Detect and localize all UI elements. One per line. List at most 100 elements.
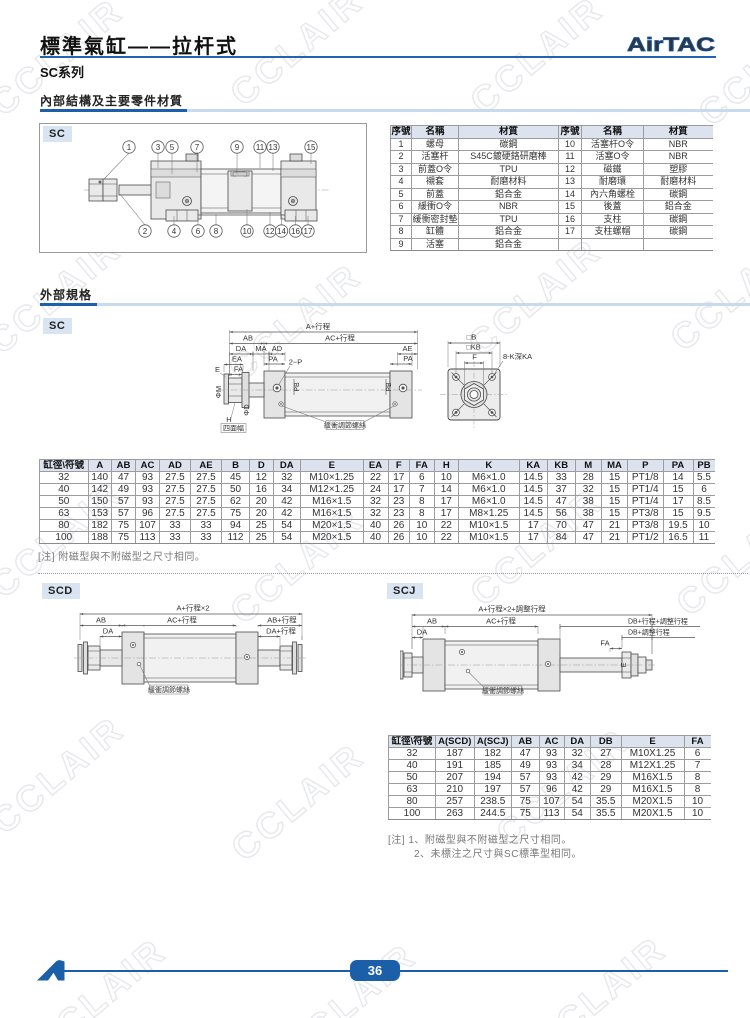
dim-label: EA <box>232 355 242 364</box>
dim-col-header: P <box>627 459 664 472</box>
dim-label: AC+行程 <box>325 333 355 343</box>
callout-circle <box>304 140 318 154</box>
drawing-shape <box>281 405 327 423</box>
dim-cell: 33 <box>159 519 191 532</box>
parts-cell: 10 <box>558 137 582 151</box>
dim-cell: 22 <box>433 519 459 532</box>
callout-circle <box>230 140 244 154</box>
brand-logo-text: AirTAC <box>627 35 715 56</box>
dim-col-header: AB <box>511 735 540 748</box>
parts-col-header: 材質 <box>643 125 713 139</box>
dim-cell: 57 <box>511 783 540 796</box>
dim-cell: 14.5 <box>518 507 548 520</box>
callout-number: 4 <box>172 227 177 236</box>
dim-col-header: DA <box>272 459 301 472</box>
section-internal-rule-light <box>187 109 750 112</box>
dim-cell: 25 <box>249 519 274 532</box>
brand-logo: AirTAC <box>627 34 717 57</box>
drawing-shape <box>258 635 262 638</box>
parts-cell: 鋁合金 <box>458 187 559 201</box>
dim-col-header: E <box>620 735 685 748</box>
dim-bore-cell: 40 <box>388 759 436 772</box>
dim-cell: PT1/2 <box>627 531 664 544</box>
dim-cell: 54 <box>272 519 301 532</box>
drawing-shape <box>394 403 396 405</box>
drawing-shape <box>139 665 151 687</box>
dim-cell: 93 <box>135 495 160 508</box>
dim-label: DA <box>103 627 113 636</box>
dim-cell: 16.5 <box>662 531 694 544</box>
parts-cell: 緩衝O令 <box>411 200 459 214</box>
dim-cell: 15 <box>601 471 628 484</box>
dim-cell: PT1/8 <box>627 471 664 484</box>
dim-cell: 50 <box>221 483 250 496</box>
parts-cell <box>643 237 713 251</box>
dim-cell: 19.5 <box>662 519 694 532</box>
dim-cell: 17 <box>518 531 548 544</box>
note-table1: [注] 附磁型與不附磁型之尺寸相同。 <box>38 552 206 563</box>
dim-cell: 29 <box>590 771 622 784</box>
dim-cell: 40 <box>362 519 389 532</box>
callout-number: 1 <box>127 143 132 152</box>
dim-cell: 14 <box>662 471 694 484</box>
parts-cell: 鋁合金 <box>643 200 713 214</box>
dim-label: H <box>226 415 231 424</box>
drawing-shape <box>445 625 449 628</box>
scd-chip: SCD <box>42 583 80 599</box>
drawing-shape <box>483 685 523 696</box>
dim-label: PA <box>268 355 277 364</box>
dim-cell: 17 <box>387 483 410 496</box>
parts-cell: 螺母 <box>411 137 459 151</box>
dim-cell: 54 <box>563 795 591 808</box>
dim-col-header: FA <box>683 735 711 748</box>
dim-label: DB+調整行程 <box>628 628 670 637</box>
dim-cell: 21 <box>601 519 628 532</box>
dim-col-header: M <box>574 459 602 472</box>
dim-cell: PT1/4 <box>627 495 664 508</box>
section-external-rule-dark <box>40 303 97 306</box>
dim-cell: 17 <box>662 495 694 508</box>
drawing-shape <box>390 362 394 366</box>
dim-label: DB+行程+調整行程 <box>628 617 688 626</box>
dim-cell: 27.5 <box>159 495 191 508</box>
drawing-shape <box>98 180 102 184</box>
dim-bore-cell: 63 <box>39 507 89 520</box>
dim-cell: 33 <box>159 531 191 544</box>
callout-number: 13 <box>269 143 278 152</box>
dim-label: PB <box>386 382 393 392</box>
dim-cell: 8 <box>409 507 435 520</box>
parts-cell: 活塞杆O令 <box>581 137 644 151</box>
dim-cushion: 緩衝調節螺絲 <box>148 685 190 694</box>
drawing-shape <box>223 373 229 405</box>
callout-number: 9 <box>235 143 240 152</box>
dim-cell: 194 <box>473 771 512 784</box>
dim-col-header: F <box>387 459 410 472</box>
callout-circle <box>151 140 165 154</box>
dim-cell: 57 <box>111 495 136 508</box>
drawing-shape <box>483 403 497 418</box>
dim-cell: 70 <box>547 519 576 532</box>
dim-cell: 42 <box>272 507 301 520</box>
drawing-shape <box>230 402 236 419</box>
dim-cell: 16 <box>249 483 274 496</box>
parts-cell: 14 <box>558 187 582 201</box>
dim-cell: 35.5 <box>590 795 622 808</box>
dim-bore-cell: 63 <box>388 783 436 796</box>
drawing-shape <box>480 361 484 365</box>
drawing-shape <box>547 663 549 665</box>
scj-chip: SCJ <box>387 583 423 599</box>
watermark-text: CCLAIR <box>690 0 750 134</box>
drawing-shape <box>461 651 463 653</box>
callout-circle <box>266 140 280 154</box>
drawing-shape <box>100 635 104 638</box>
drawing-shape <box>469 390 479 399</box>
drawing-shape <box>441 625 445 628</box>
drawing-shape <box>269 352 273 356</box>
